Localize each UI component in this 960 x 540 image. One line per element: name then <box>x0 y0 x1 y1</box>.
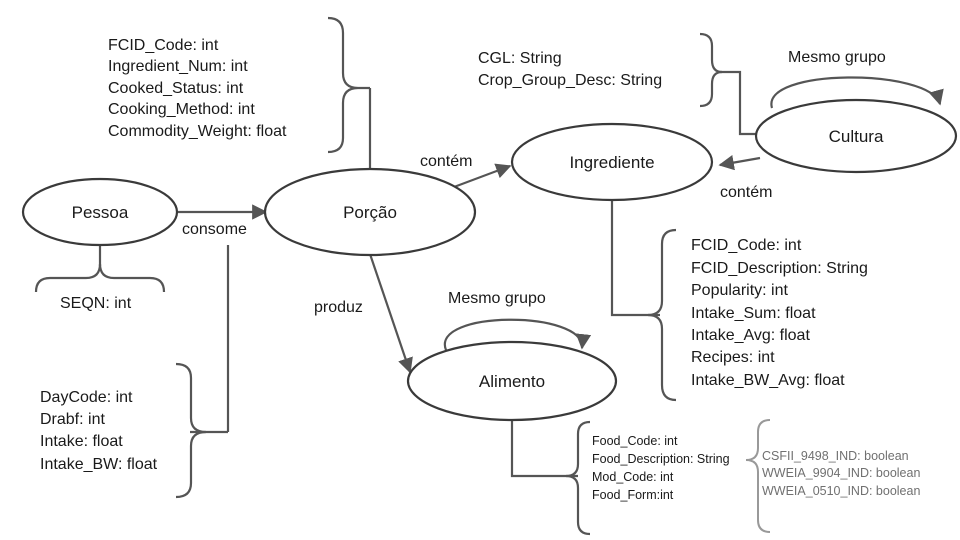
cultura-attr: Crop_Group_Desc: String <box>478 72 662 89</box>
porcao-attr: Commodity_Weight: float <box>108 123 287 140</box>
food-description-attr: CSFII_9498_IND: boolean <box>762 449 909 463</box>
food-description-attr: WWEIA_9904_IND: boolean <box>762 466 920 480</box>
pessoa-attr-brace <box>34 263 166 293</box>
alimento-attr-brace <box>565 420 591 536</box>
consome-attr: Intake: float <box>40 433 123 450</box>
alimento-attr-connector <box>510 420 578 478</box>
ingrediente-attr: FCID_Description: String <box>691 260 868 277</box>
node-cultura-label: Cultura <box>829 127 884 146</box>
alimento-attr: Food_Code: int <box>592 434 678 448</box>
node-cultura[interactable]: Cultura <box>754 98 958 174</box>
edge-label-mesmo-grupo-cultura: Mesmo grupo <box>788 49 886 66</box>
porcao-attr: Cooking_Method: int <box>108 101 255 118</box>
ingrediente-attr: Intake_BW_Avg: float <box>691 372 845 389</box>
ingrediente-attr: FCID_Code: int <box>691 237 802 254</box>
consome-attributes: DayCode: int Drabf: int Intake: float In… <box>40 389 158 473</box>
alimento-attr: Food_Form:int <box>592 488 674 502</box>
edge-label-contem-cultura: contém <box>720 184 772 201</box>
porcao-attributes: FCID_Code: int Ingredient_Num: int Cooke… <box>108 37 287 140</box>
edge-label-contem-porcao: contém <box>420 153 472 170</box>
node-porcao[interactable]: Porção <box>263 167 477 257</box>
porcao-attr: Ingredient_Num: int <box>108 58 248 75</box>
node-ingrediente-label: Ingrediente <box>569 153 654 172</box>
edge-produz <box>368 253 413 374</box>
cultura-attr-brace <box>699 32 723 108</box>
node-pessoa[interactable]: Pessoa <box>21 177 179 247</box>
ingrediente-attr-connector <box>610 200 660 317</box>
ingrediente-attr: Intake_Sum: float <box>691 305 816 322</box>
consome-attr: DayCode: int <box>40 389 133 406</box>
consome-attr: Drabf: int <box>40 411 105 428</box>
edge-label-consome: consome <box>182 221 247 238</box>
ingrediente-attributes: FCID_Code: int FCID_Description: String … <box>691 237 868 389</box>
alimento-attr: Mod_Code: int <box>592 470 674 484</box>
food-description-attributes: CSFII_9498_IND: boolean WWEIA_9904_IND: … <box>762 449 920 498</box>
pessoa-attributes: SEQN: int <box>60 295 132 312</box>
node-alimento-label: Alimento <box>479 372 545 391</box>
porcao-attr-brace <box>327 16 370 154</box>
node-ingrediente[interactable]: Ingrediente <box>510 122 714 202</box>
edge-mesmo-grupo-alimento <box>443 318 592 351</box>
edge-label-mesmo-grupo-alimento: Mesmo grupo <box>448 290 546 307</box>
food-description-attr-brace <box>745 419 771 533</box>
node-alimento[interactable]: Alimento <box>406 340 618 422</box>
edge-label-produz: produz <box>314 299 363 316</box>
alimento-attributes: Food_Code: int Food_Description: String … <box>592 434 730 502</box>
ingrediente-attr: Popularity: int <box>691 282 788 299</box>
ingrediente-attr: Intake_Avg: float <box>691 327 810 344</box>
edge-contem-cultura-ingrediente <box>718 155 761 171</box>
edge-mesmo-grupo-cultura <box>770 76 944 109</box>
alimento-attr: Food_Description: String <box>592 452 730 466</box>
cultura-attr: CGL: String <box>478 50 562 67</box>
ingrediente-attr: Recipes: int <box>691 349 775 366</box>
pessoa-attr: SEQN: int <box>60 295 132 312</box>
porcao-attr: Cooked_Status: int <box>108 80 244 97</box>
node-pessoa-label: Pessoa <box>72 203 129 222</box>
node-porcao-label: Porção <box>343 203 397 222</box>
consome-attr: Intake_BW: float <box>40 456 158 473</box>
consome-attr-brace <box>175 362 207 499</box>
ingrediente-attr-brace <box>647 228 677 402</box>
cultura-attributes: CGL: String Crop_Group_Desc: String <box>478 50 662 89</box>
food-description-attr: WWEIA_0510_IND: boolean <box>762 484 920 498</box>
porcao-attr: FCID_Code: int <box>108 37 219 54</box>
cultura-attr-connector <box>720 70 756 136</box>
